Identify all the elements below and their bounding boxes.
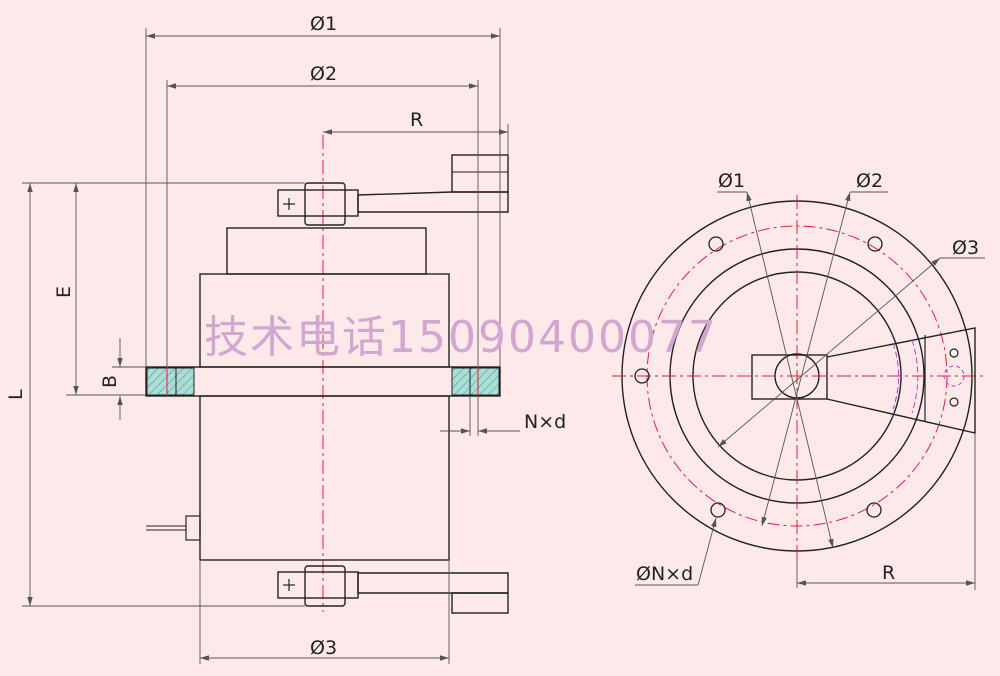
dim-nxd xyxy=(440,396,520,436)
label-phi3-front: Ø3 xyxy=(310,637,337,659)
top-cap xyxy=(226,227,427,275)
label-e: E xyxy=(53,286,75,298)
dim-phi2 xyxy=(166,80,479,367)
arm-hole-bottom xyxy=(949,397,959,407)
bolt-hole xyxy=(867,236,883,252)
side-leaders xyxy=(635,191,985,586)
top-arm-pin xyxy=(304,182,346,226)
dim-phi1 xyxy=(145,28,501,367)
lower-body xyxy=(199,395,450,561)
arm-hole-top xyxy=(949,348,959,358)
bolt-hole xyxy=(710,502,726,518)
side-view: Ø1 Ø2 Ø3 ØN×d R xyxy=(612,170,985,590)
connector xyxy=(185,515,201,541)
square-hub xyxy=(751,354,828,400)
label-r-front: R xyxy=(410,109,423,131)
flange-hatch-right xyxy=(451,367,500,396)
bottom-arm-block xyxy=(451,592,509,614)
bolt-hole xyxy=(708,236,724,252)
watermark: 技术电话15090400077 xyxy=(204,312,718,363)
dim-phi3-front xyxy=(199,560,450,664)
flange-hatch-left xyxy=(146,367,195,396)
dim-b xyxy=(112,338,146,420)
front-view: Ø1 Ø2 R L E xyxy=(5,13,566,664)
label-phi3-side: Ø3 xyxy=(952,237,979,259)
dim-r-side xyxy=(796,433,976,590)
label-phi1: Ø1 xyxy=(310,13,337,35)
label-r-side: R xyxy=(882,562,895,584)
bolt-hole xyxy=(634,368,650,384)
label-nxd: N×d xyxy=(524,411,566,433)
dim-e xyxy=(66,183,146,396)
bottom-arm-pin xyxy=(304,565,346,607)
dim-l xyxy=(22,182,305,607)
label-phi2-side: Ø2 xyxy=(856,170,883,192)
label-l: L xyxy=(5,389,27,400)
bottom-arm xyxy=(357,572,509,594)
top-arm-block xyxy=(451,154,509,193)
label-phinxd: ØN×d xyxy=(636,563,693,585)
label-b: B xyxy=(99,375,121,388)
dim-r-front xyxy=(323,124,509,155)
top-arm xyxy=(357,191,509,213)
label-phi1-side: Ø1 xyxy=(718,170,745,192)
bolt-hole xyxy=(866,502,882,518)
label-phi2: Ø2 xyxy=(310,63,337,85)
top-arm-mount xyxy=(277,189,359,217)
bolt-holes xyxy=(634,236,883,518)
